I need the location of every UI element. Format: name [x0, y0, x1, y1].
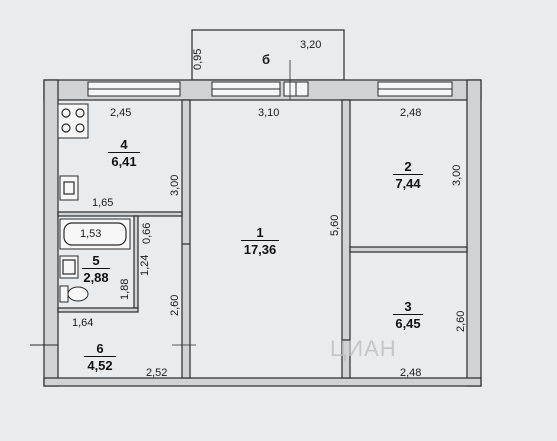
outer-wall-right	[466, 79, 482, 387]
dim-room1-right: 5,60	[329, 214, 341, 236]
wall-room2-room3	[349, 246, 468, 253]
room-2-number: 2	[404, 159, 412, 174]
room-5-divider	[82, 268, 110, 269]
room-4-divider	[108, 152, 140, 153]
outer-wall-left	[43, 79, 59, 387]
kitchen-sink	[59, 175, 79, 201]
toilet	[59, 285, 89, 303]
balcony-width: 3,20	[300, 39, 322, 51]
room-6-divider	[84, 356, 116, 357]
dim-room1-lower-left: 2,60	[169, 294, 181, 316]
wall-kitchen-bath	[57, 211, 183, 217]
room-6-number: 6	[96, 341, 104, 356]
wall-bath-right	[133, 215, 139, 309]
room-5-area: 2,88	[83, 270, 109, 285]
watermark-text: ЦИАН	[330, 336, 397, 361]
dim-kitchen-top: 2,45	[110, 107, 132, 119]
washbasin	[59, 255, 79, 279]
dim-room2-top: 2,48	[400, 107, 422, 119]
room-1-divider	[241, 240, 279, 241]
room-2-divider	[393, 174, 423, 175]
wall-room1-rooms23	[341, 99, 351, 379]
dim-bath-066: 0,66	[141, 222, 153, 244]
stove	[57, 103, 89, 139]
room-6-area: 4,52	[87, 358, 113, 373]
room-3-number: 3	[404, 299, 412, 314]
outer-wall-bottom	[43, 377, 482, 387]
room-1-area: 17,36	[243, 242, 277, 257]
dim-hall-top: 1,64	[72, 317, 94, 329]
dim-bath-tub: 1,53	[80, 228, 102, 240]
dim-room3-bottom: 2,48	[400, 367, 422, 379]
dim-room2-right: 3,00	[451, 164, 463, 186]
room-3-area: 6,45	[395, 316, 421, 331]
dim-room3-right: 2,60	[455, 310, 467, 332]
dim-room1-upper-left: 3,00	[169, 174, 181, 196]
room-5-number: 5	[92, 253, 100, 268]
bathtub	[59, 218, 131, 250]
room-4-area: 6,41	[111, 154, 137, 169]
dim-hall-bottom: 2,52	[146, 367, 168, 379]
dim-room1-top: 3,10	[258, 107, 280, 119]
dim-wc-124: 1,24	[139, 254, 151, 276]
window-kitchen	[87, 81, 181, 97]
room-3-divider	[393, 314, 423, 315]
dim-kitchen-mid: 1,65	[92, 197, 114, 209]
wall-bath-hall	[57, 307, 139, 313]
window-room1	[211, 81, 281, 97]
window-room2	[377, 81, 453, 97]
balcony-depth: 0,95	[192, 48, 204, 70]
room-2-area: 7,44	[395, 176, 421, 191]
room-4-number: 4	[120, 137, 128, 152]
balcony-door	[283, 81, 309, 97]
room-1-number: 1	[256, 225, 264, 240]
balcony-label: б	[262, 52, 271, 67]
wall-kitchen-room1	[181, 99, 191, 379]
dim-wc-188: 1,88	[119, 278, 131, 300]
